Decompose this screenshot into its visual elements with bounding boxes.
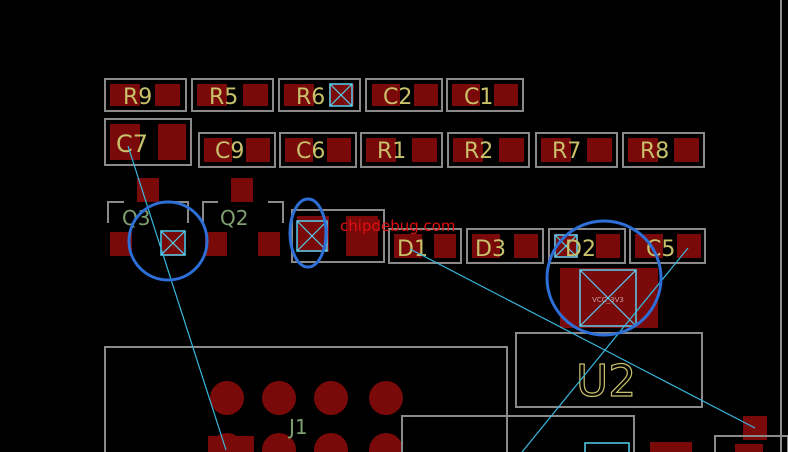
pad xyxy=(210,381,244,415)
pad xyxy=(560,268,658,328)
refdes-r5: R5 xyxy=(209,85,238,110)
pad xyxy=(674,138,699,162)
pad xyxy=(284,84,314,106)
pad xyxy=(262,433,296,452)
pad xyxy=(110,84,140,106)
refdes-r6: R6 xyxy=(296,85,325,110)
refdes-r7: R7 xyxy=(552,139,581,164)
component-r7[interactable]: R7 xyxy=(535,132,618,168)
refdes-d3: D3 xyxy=(475,237,506,262)
pad xyxy=(208,436,254,452)
refdes-c5: C5 xyxy=(646,237,675,262)
refdes-r2: R2 xyxy=(464,139,493,164)
pad xyxy=(434,234,456,258)
pad xyxy=(453,138,483,162)
component-c5[interactable]: C5 xyxy=(629,228,706,264)
pad xyxy=(158,124,186,160)
pad xyxy=(246,138,270,162)
component-c9[interactable]: C9 xyxy=(198,132,276,168)
refdes-r8: R8 xyxy=(640,139,669,164)
pad xyxy=(262,381,296,415)
component-u2[interactable]: U2 xyxy=(515,332,703,408)
via-box xyxy=(584,442,630,452)
pad xyxy=(541,138,571,162)
refdes-c7: C7 xyxy=(116,130,148,158)
component-j1[interactable]: J1 xyxy=(104,346,508,452)
pad xyxy=(412,138,437,162)
watermark: chipdebug.com xyxy=(340,217,456,235)
pad xyxy=(137,178,159,202)
pad xyxy=(677,234,701,258)
refdes-q2: Q2 xyxy=(220,206,248,230)
pad xyxy=(314,433,348,452)
component-d3[interactable]: D3 xyxy=(466,228,544,264)
pad xyxy=(231,178,253,202)
refdes-d2: D2 xyxy=(565,237,596,262)
refdes-u2: U2 xyxy=(576,356,636,407)
refdes-c6: C6 xyxy=(296,139,325,164)
pad xyxy=(394,234,422,258)
component-r2[interactable]: R2 xyxy=(447,132,530,168)
u2-power-pad[interactable]: VCC_3V3 xyxy=(560,268,658,328)
component-outline-partial xyxy=(401,415,635,452)
refdes-c2: C2 xyxy=(383,85,412,110)
pad xyxy=(628,138,658,162)
refdes-r9: R9 xyxy=(123,85,152,110)
via-box xyxy=(329,83,353,107)
pad xyxy=(514,234,538,258)
pad xyxy=(258,232,280,256)
pad xyxy=(285,138,313,162)
component-r6[interactable]: R6 xyxy=(278,78,361,112)
refdes-c9: C9 xyxy=(215,139,244,164)
pad xyxy=(369,381,403,415)
pad xyxy=(205,232,227,256)
component-outline-partial xyxy=(714,435,788,452)
pad xyxy=(327,138,351,162)
component-d1[interactable]: D1 xyxy=(388,228,462,264)
component-c2[interactable]: C2 xyxy=(365,78,443,112)
component-r9[interactable]: R9 xyxy=(104,78,187,112)
component-c6[interactable]: C6 xyxy=(279,132,357,168)
pad xyxy=(372,84,400,106)
component-c7[interactable]: C7 xyxy=(104,118,192,166)
component-c1[interactable]: C1 xyxy=(446,78,524,112)
pad xyxy=(155,84,180,106)
pad xyxy=(499,138,524,162)
component-r1[interactable]: R1 xyxy=(360,132,443,168)
highlight-circles xyxy=(127,197,663,337)
pad xyxy=(635,234,663,258)
pad xyxy=(472,234,500,258)
pad xyxy=(346,216,378,256)
refdes-r1: R1 xyxy=(377,139,406,164)
pad xyxy=(452,84,480,106)
pad xyxy=(110,124,140,160)
pad xyxy=(494,84,518,106)
pad-net-label: VCC_3V3 xyxy=(592,296,624,304)
pad xyxy=(414,84,438,106)
refdes-j1: J1 xyxy=(287,415,308,439)
pad xyxy=(369,433,403,452)
pad xyxy=(366,138,396,162)
pad xyxy=(110,232,132,256)
pad xyxy=(243,84,268,106)
component-r8[interactable]: R8 xyxy=(622,132,705,168)
pad xyxy=(596,234,620,258)
component-r5[interactable]: R5 xyxy=(191,78,274,112)
pad xyxy=(650,442,692,452)
pad xyxy=(197,84,227,106)
pad xyxy=(204,138,232,162)
refdes-c1: C1 xyxy=(464,85,493,110)
refdes-d1: D1 xyxy=(397,237,428,262)
pad xyxy=(735,444,763,452)
pad xyxy=(314,381,348,415)
pad xyxy=(587,138,612,162)
component-q2[interactable]: Q2 xyxy=(202,178,284,256)
